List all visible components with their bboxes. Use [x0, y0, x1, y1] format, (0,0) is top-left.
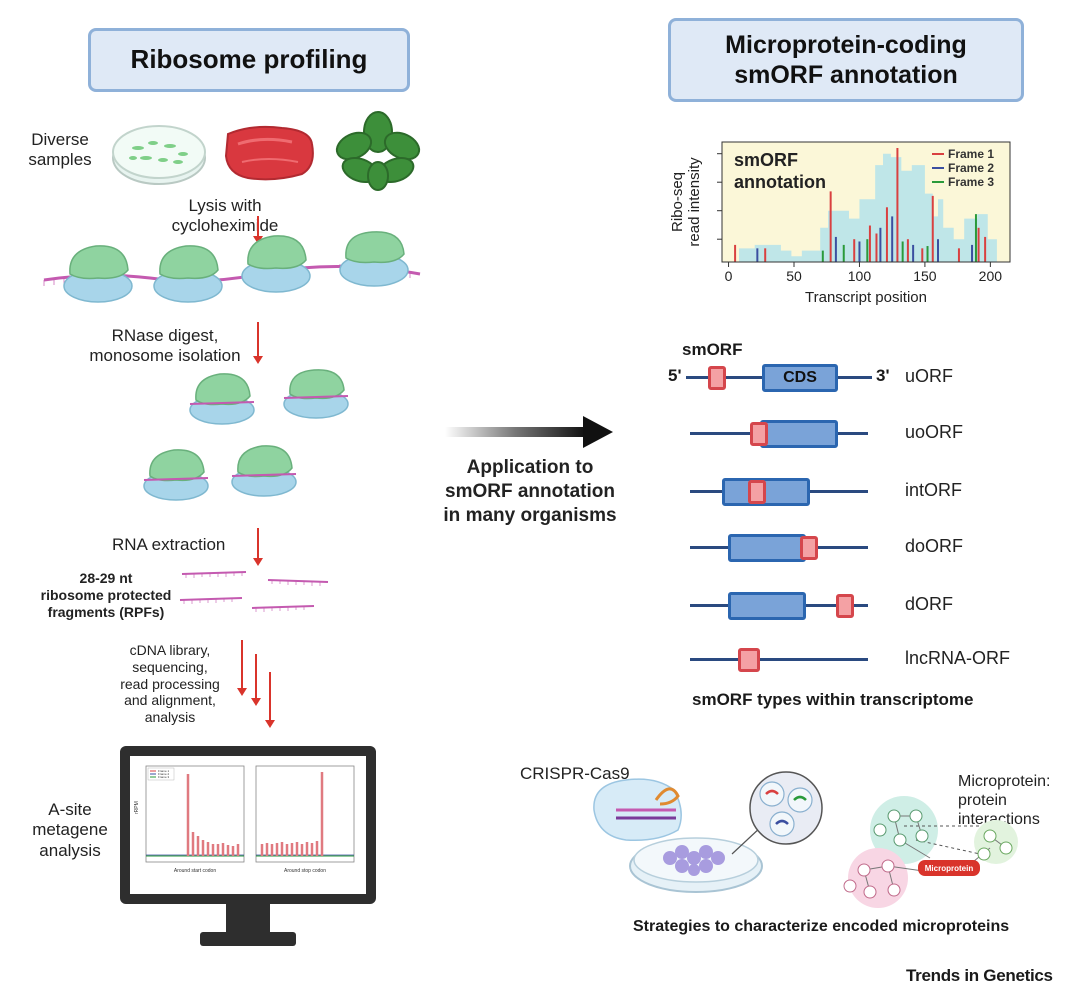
- orf-row-intorf: intORF: [0, 472, 1080, 512]
- chart-xtick-label-200: 200: [979, 268, 1003, 284]
- rnase-label: RNase digest, monosome isolation: [89, 326, 241, 366]
- chart-xlabel: Transcript position: [805, 289, 927, 306]
- orf-row-lncrna-orf: lncRNA-ORF: [0, 640, 1080, 680]
- ribosome-2: [153, 245, 223, 303]
- orf-types-caption: smORF types within transcriptome: [692, 690, 974, 709]
- orf-type-dorf: dORF: [905, 594, 954, 614]
- metagene-start-plot: Frame 1 Frame 2 Frame 3 rRPM Around star…: [134, 765, 245, 874]
- asite-label: A-site metagene analysis: [32, 800, 108, 860]
- orf-type-uorf: uORF: [905, 366, 954, 386]
- samples-label: Diverse samples: [28, 130, 92, 170]
- orf-type-lncrna-orf: lncRNA-ORF: [905, 648, 1011, 668]
- chart-xtick-label-150: 150: [913, 268, 937, 284]
- monosome-4: [231, 445, 297, 497]
- chart-coverage-area: [728, 153, 997, 262]
- chart-xtick-label-100: 100: [848, 268, 872, 284]
- strategies-caption: Strategies to characterize encoded micro…: [633, 918, 1010, 935]
- orf-row-dorf: dORF: [0, 586, 1080, 626]
- application-arrow: [445, 416, 613, 448]
- chart-ylabel: Ribo-seqread intensity: [669, 157, 703, 247]
- monosome-3: [143, 449, 209, 501]
- cds-label: CDS: [783, 369, 817, 386]
- microprotein-title-text: Microprotein-coding smORF annotation: [725, 31, 967, 89]
- petri-dish-icon: [112, 125, 206, 185]
- cds-box: CDS: [762, 364, 838, 392]
- monosome-1: [189, 373, 255, 425]
- cdna-label: cDNA library, sequencing, read processin…: [120, 642, 220, 726]
- smorf-label: smORF: [682, 340, 743, 359]
- monosome-2: [283, 369, 349, 419]
- plant-icon: [335, 111, 421, 191]
- orf-row-uoorf: uoORF: [0, 414, 1080, 454]
- ribosome-4: [339, 231, 409, 287]
- crispr-label: CRISPR-Cas9: [520, 764, 630, 783]
- three-prime-label: 3': [876, 366, 890, 385]
- orf-type-intorf: intORF: [905, 480, 963, 500]
- microprotein-interactions-label: Microprotein: protein interactions: [958, 773, 1051, 829]
- chart-legend-label-0: Frame 1: [948, 147, 994, 161]
- orf-type-doorf: doORF: [905, 536, 964, 556]
- metagene-stop-plot: Around stop codon: [255, 765, 355, 874]
- mrna-ribosomes-illustration: [43, 231, 421, 303]
- svg-text:Around start codon: Around start codon: [174, 868, 216, 874]
- rna-extraction-label: RNA extraction: [112, 535, 226, 554]
- protein-network-illustration: Microprotein: [843, 796, 1018, 908]
- svg-text:Frame 3: Frame 3: [158, 775, 170, 779]
- orf-row-doorf: doORF: [0, 528, 1080, 568]
- ribosome-profiling-title: Ribosome profiling: [88, 28, 410, 92]
- microprotein-title: Microprotein-coding smORF annotation: [668, 18, 1024, 102]
- chart-xtick-label-50: 50: [786, 268, 802, 284]
- svg-text:Frame 1: Frame 1: [158, 769, 170, 773]
- chart-xtick-label-0: 0: [725, 268, 733, 284]
- orf-type-uoorf: uoORF: [905, 422, 964, 442]
- svg-text:Around stop codon: Around stop codon: [284, 868, 326, 874]
- flow-arrows: [237, 216, 275, 728]
- crispr-dish-illustration: [593, 771, 823, 893]
- tissue-icon: [224, 125, 314, 181]
- svg-text:Frame 2: Frame 2: [158, 772, 170, 776]
- ribosome-profiling-title-text: Ribosome profiling: [130, 44, 368, 75]
- chart-legend-label-1: Frame 2: [948, 161, 994, 175]
- orf-row-uorf: 5' CDS 3' uORF: [0, 358, 1080, 398]
- ribosome-1: [63, 245, 133, 303]
- monitor-metagene-illustration: Frame 1 Frame 2 Frame 3 rRPM Around star…: [120, 746, 376, 946]
- lysis-label: Lysis with cycloheximide: [171, 196, 279, 236]
- svg-text:rRPM: rRPM: [134, 801, 140, 814]
- application-label: Application to smORF annotation in many …: [443, 457, 617, 526]
- chart-legend-label-2: Frame 3: [948, 175, 994, 189]
- ribosome-3: [241, 235, 311, 293]
- journal-logo-text: Trends in Genetics: [906, 966, 1053, 985]
- five-prime-label: 5': [668, 366, 682, 385]
- monosomes-illustration: [143, 369, 349, 501]
- rpf-fragments-illustration: [179, 571, 329, 612]
- microprotein-node-label: Microprotein: [925, 864, 974, 873]
- smorf-box: [708, 366, 726, 390]
- chart-frame: [721, 141, 1011, 263]
- rpf-label: 28-29 nt ribosome protected fragments (R…: [40, 570, 172, 620]
